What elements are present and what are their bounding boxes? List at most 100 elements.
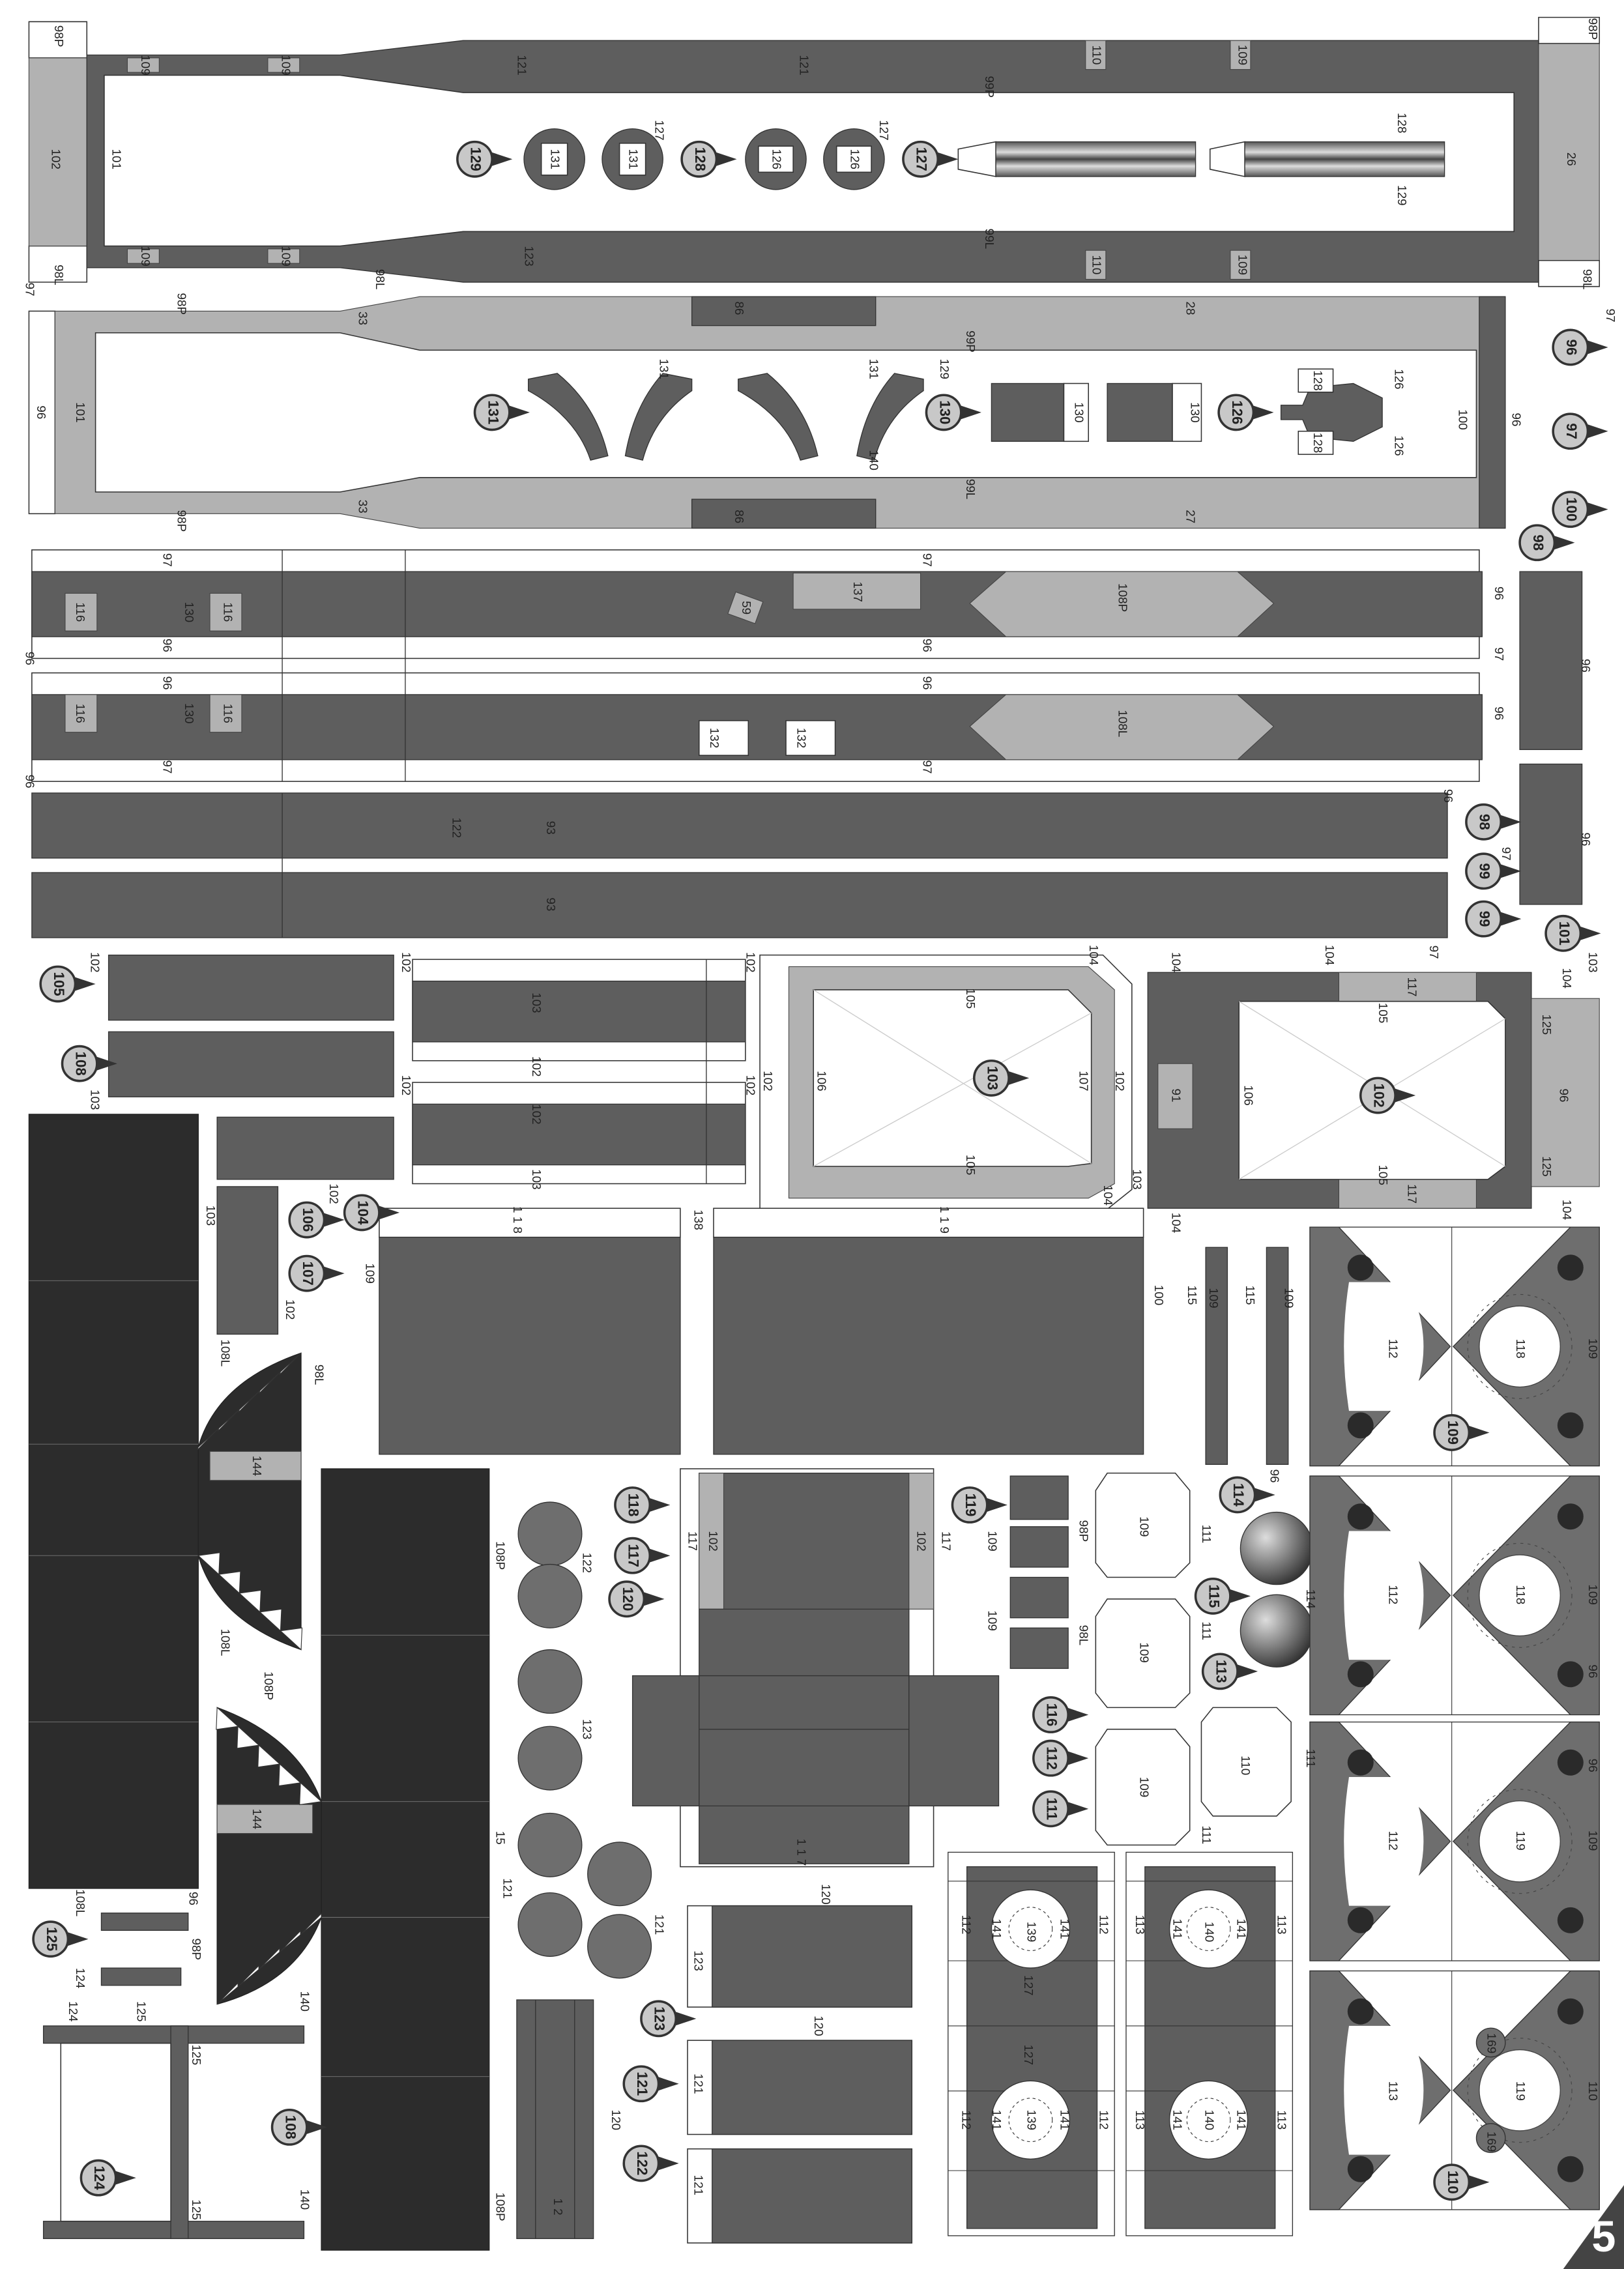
part-callout: 112 xyxy=(1032,1739,1089,1777)
strip-hole-guide xyxy=(1008,2098,1053,2143)
part-number-label: 102 xyxy=(399,1075,413,1095)
callout-circle xyxy=(622,2065,660,2103)
part-number-label: 96 xyxy=(160,676,174,690)
part-number-label: 115 xyxy=(1185,1285,1199,1305)
x-frame-opening xyxy=(1344,1531,1424,1660)
callout-number: 113 xyxy=(1213,1660,1229,1683)
strip-115 xyxy=(1266,1247,1289,1465)
block-130-tab xyxy=(1172,383,1202,442)
part-callout: 101 xyxy=(1544,914,1601,952)
disc-part xyxy=(587,1914,652,1979)
marker-59 xyxy=(727,591,764,624)
part-number-label: 128 xyxy=(1311,370,1325,390)
callout-circle xyxy=(1544,914,1582,952)
part-number-label: 105 xyxy=(1376,1003,1390,1023)
part-number-label: 96 xyxy=(1579,659,1593,672)
strip-102 xyxy=(699,1473,725,1610)
callout-circle xyxy=(1465,803,1502,841)
part-number-label: 96 xyxy=(1492,586,1506,600)
part-number-label: 102 xyxy=(744,952,758,972)
part-number-label: 26 xyxy=(1565,152,1578,166)
glue-tooth xyxy=(258,1371,281,1394)
glue-tooth xyxy=(239,1589,262,1613)
callout-number: 122 xyxy=(634,2151,650,2175)
glue-tooth xyxy=(216,1707,239,1730)
glue-tab xyxy=(1538,16,1601,44)
part-number-label: 86 xyxy=(732,302,746,315)
part-callout: 130 xyxy=(925,394,981,431)
part-callout: 105 xyxy=(39,965,96,1003)
part-number-label: 108L xyxy=(218,1339,232,1366)
glue-tooth xyxy=(278,1763,302,1787)
sphere-115 xyxy=(1240,1511,1314,1585)
part-number-label: 107 xyxy=(1077,1071,1090,1091)
part-number-label: 117 xyxy=(1406,977,1419,996)
callout-number: 125 xyxy=(44,1927,60,1951)
callout-pointer xyxy=(1548,534,1575,552)
callout-number: 124 xyxy=(91,2166,108,2191)
part-number-label: 122 xyxy=(450,817,464,837)
callout-pointer xyxy=(373,1204,400,1222)
callout-circle xyxy=(640,2000,677,2038)
callout-circle xyxy=(288,1201,326,1239)
part-number-label: 103 xyxy=(1586,952,1600,972)
panel-119 xyxy=(713,1237,1144,1455)
marker-strip xyxy=(126,248,160,264)
octagon-110 xyxy=(1200,1707,1292,1817)
glue-tab xyxy=(713,1207,1144,1238)
glue-tooth xyxy=(197,1428,220,1451)
callout-pointer xyxy=(638,1590,665,1608)
part-number-label: 126 xyxy=(848,149,862,169)
strip-112-113-group xyxy=(948,1851,1294,2236)
callout-number: 106 xyxy=(300,1208,316,1232)
part-number-label: 130 xyxy=(182,602,196,622)
panel-105 xyxy=(108,954,394,1021)
marker-116 xyxy=(209,592,242,631)
part-number-label: 115 xyxy=(1243,1285,1257,1305)
part-number-label: 102 xyxy=(761,1071,775,1091)
callout-number: 131 xyxy=(485,400,501,424)
part-callout: 127 xyxy=(902,140,959,178)
part-number-label: 123 xyxy=(581,1719,594,1739)
part-number-label: 33 xyxy=(356,500,370,513)
callout-circle xyxy=(1219,1476,1256,1514)
side-strips xyxy=(31,549,1583,938)
glue-tooth xyxy=(300,1913,322,1935)
part-number-label: 127 xyxy=(1022,1975,1036,1995)
part-number-label: 102 xyxy=(1113,1071,1127,1091)
glue-teeth xyxy=(197,1352,323,2005)
part-number-label: 96 xyxy=(1586,1664,1600,1678)
rivet-dot xyxy=(1347,1254,1374,1281)
callout-pointer xyxy=(1389,1086,1416,1105)
part-number-label: 96 xyxy=(1492,706,1506,720)
marker-strip xyxy=(1230,250,1251,280)
part-number-label: 98P xyxy=(190,1938,203,1960)
part-number-label: 102 xyxy=(283,1299,297,1320)
part-number-label: 102 xyxy=(327,1183,341,1204)
glue-tab xyxy=(28,310,56,515)
cylinder-128 xyxy=(995,141,1196,177)
panel-121 xyxy=(712,2040,912,2135)
octagon-109 xyxy=(1095,1728,1191,1846)
strip-102 xyxy=(908,1473,935,1610)
part-number-label: 108P xyxy=(262,1671,276,1700)
part-number-label: 101 xyxy=(110,149,124,169)
part-number-label: 103 xyxy=(204,1206,218,1226)
part-number-label: 96 xyxy=(1586,1759,1600,1772)
callout-circle xyxy=(1032,1696,1069,1733)
callout-number: 104 xyxy=(355,1200,371,1225)
callout-number: 130 xyxy=(936,400,953,424)
part-number-label: 117 xyxy=(939,1531,953,1551)
part-callout: 98 xyxy=(1465,803,1522,841)
part-number-label: 105 xyxy=(964,989,978,1009)
callout-pointer xyxy=(109,2169,136,2187)
callout-pointer xyxy=(1574,925,1601,942)
part-number-label: 98L xyxy=(1077,1625,1090,1645)
callout-circle xyxy=(61,1045,98,1082)
callout-circle xyxy=(608,1580,646,1618)
disc-part xyxy=(517,1649,583,1714)
part-number-label: 121 xyxy=(500,1878,514,1898)
part-number-label: 96 xyxy=(1579,832,1593,846)
marker-strip xyxy=(126,57,160,73)
part-number-label: 1 2 xyxy=(551,2198,565,2215)
